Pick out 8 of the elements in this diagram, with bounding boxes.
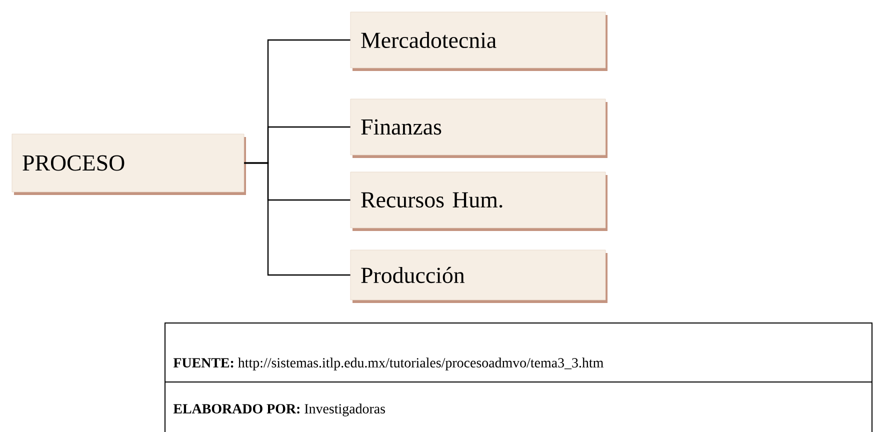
note-text: ELABORADO POR: Investigadoras	[173, 404, 385, 416]
process-box: PROCESO	[12, 134, 246, 195]
connector-line	[244, 162, 350, 276]
process-box: Finanzas	[350, 98, 608, 158]
note-text: FUENTE: http://sistemas.itlp.edu.mx/tutoriales/procesoadmvo/tema3_3.htm	[173, 358, 604, 370]
process-box: Recursos Hum.	[350, 172, 608, 231]
process-box: Producción	[350, 250, 608, 303]
process-box: Mercadotecnia	[350, 12, 608, 71]
